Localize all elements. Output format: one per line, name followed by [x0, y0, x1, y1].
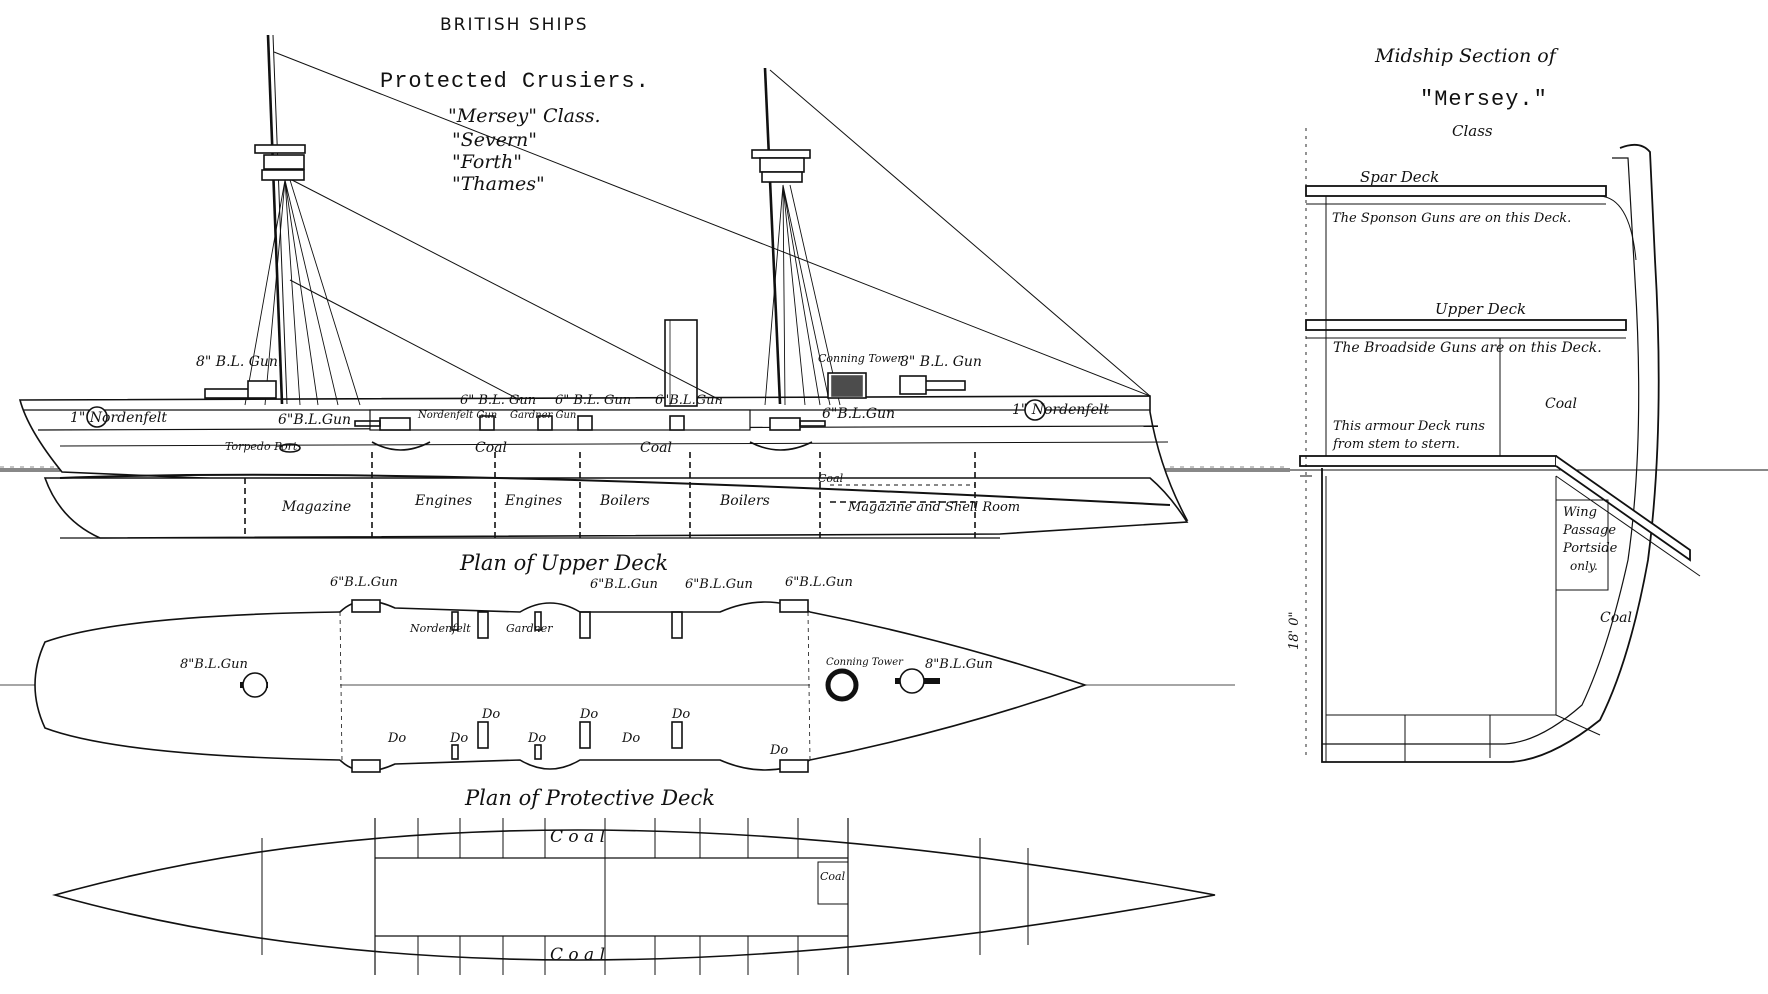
- section-broadside-note: The Broadside Guns are on this Deck.: [1333, 340, 1602, 356]
- ditto-4: Do: [387, 731, 406, 746]
- label-mid-6in-gun-c: 6"B.L.Gun: [655, 393, 723, 408]
- ditto-1: Do: [481, 707, 500, 722]
- label-coal-3: Coal: [818, 472, 844, 485]
- plate-subtitle: Protected Crusiers.: [380, 69, 650, 94]
- label-mid-6in-gun-b: 6" B.L. Gun: [555, 393, 631, 408]
- plan-nordenfelt: Nordenfelt: [409, 622, 471, 635]
- section-wing-passage-3: Portside: [1562, 541, 1618, 556]
- plan-gun-6in-2: 6"B.L.Gun: [590, 577, 658, 592]
- protective-deck-plan-title: Plan of Protective Deck: [464, 786, 715, 810]
- label-mid-6in-gun-a: 6" B.L. Gun: [460, 393, 536, 408]
- section-sponson-note: The Sponson Guns are on this Deck.: [1332, 211, 1571, 226]
- label-nordenfelt-fwd: 1" Nordenfelt: [70, 410, 167, 426]
- section-title: Midship Section of: [1374, 45, 1559, 67]
- label-aft-6in-gun: 6"B.L.Gun: [822, 406, 895, 422]
- section-coal-upper: Coal: [1545, 396, 1577, 412]
- side-elevation: [18, 34, 1189, 539]
- section-wing-passage-2: Passage: [1562, 523, 1616, 538]
- midship-section: [1299, 128, 1701, 763]
- section-coal-lower: Coal: [1600, 610, 1632, 626]
- ditto-5: Do: [449, 731, 468, 746]
- label-boilers-2: Boilers: [719, 493, 770, 509]
- conning-tower-plan: [825, 668, 859, 702]
- protective-deck-plan: [52, 818, 1216, 975]
- protective-coal-bottom: C o a l: [550, 945, 605, 965]
- plan-gun-6in-3: 6"B.L.Gun: [685, 577, 753, 592]
- label-coal-2: Coal: [640, 440, 672, 456]
- section-wing-passage-1: Wing: [1563, 505, 1597, 520]
- section-depth-dimension: 18' 0": [1287, 612, 1302, 651]
- label-fwd-6in-gun: 6"B.L.Gun: [278, 412, 351, 428]
- plate-title: BRITISH SHIPS: [440, 15, 589, 35]
- section-spar-deck: Spar Deck: [1360, 168, 1439, 186]
- fore-mast: [266, 34, 284, 405]
- section-armour-note-1: This armour Deck runs: [1333, 419, 1485, 434]
- label-magazine-fwd: Magazine: [281, 499, 351, 515]
- plan-gun-6in-1: 6"B.L.Gun: [330, 575, 398, 590]
- main-mast: [763, 67, 782, 405]
- ditto-3: Do: [671, 707, 690, 722]
- plan-gun-8in-fwd: 8"B.L.Gun: [180, 657, 248, 672]
- plan-gardner: Gardner: [506, 622, 553, 635]
- label-fwd-8in-gun: 8" B.L. Gun.: [196, 354, 282, 370]
- class-name-forth: "Forth": [452, 151, 522, 173]
- label-torpedo-port: Torpedo Port: [225, 440, 298, 453]
- label-engines-2: Engines: [504, 493, 562, 509]
- section-armour-note-2: from stem to stern.: [1332, 437, 1460, 452]
- ditto-7: Do: [621, 731, 640, 746]
- label-conning-tower: Conning Tower: [818, 352, 903, 365]
- section-ship-name: "Mersey.": [1420, 87, 1548, 112]
- label-coal-1: Coal: [475, 440, 507, 456]
- label-engines-1: Engines: [414, 493, 472, 509]
- ditto-8: Do: [769, 743, 788, 758]
- label-boilers-1: Boilers: [599, 493, 650, 509]
- upper-deck-plan: [0, 599, 1235, 773]
- protective-coal-side: Coal: [820, 870, 846, 883]
- ditto-2: Do: [579, 707, 598, 722]
- label-aft-8in-gun: 8" B.L. Gun: [900, 354, 982, 370]
- class-name-thames: "Thames": [452, 173, 545, 195]
- label-gardner-gun: Gardner Gun: [510, 410, 576, 421]
- class-name-severn: "Severn": [452, 129, 537, 151]
- plan-gun-6in-4: 6"B.L.Gun: [785, 575, 853, 590]
- label-nordenfelt-gun: Nordenfelt Gun: [417, 410, 497, 421]
- plan-gun-8in-aft: 8"B.L.Gun: [925, 657, 993, 672]
- label-magazine-aft: Magazine and Shell Room: [847, 500, 1020, 515]
- section-upper-deck: Upper Deck: [1435, 300, 1526, 318]
- section-wing-passage-4: only.: [1570, 559, 1598, 573]
- protective-coal-top: C o a l: [550, 827, 605, 847]
- upper-deck-plan-title: Plan of Upper Deck: [459, 551, 668, 575]
- label-nordenfelt-aft: 1" Nordenfelt: [1012, 402, 1109, 418]
- section-class-word: Class: [1452, 122, 1493, 140]
- class-name-mersey: "Mersey" Class.: [448, 105, 601, 127]
- ditto-6: Do: [527, 731, 546, 746]
- plan-conning-tower: Conning Tower: [826, 657, 904, 668]
